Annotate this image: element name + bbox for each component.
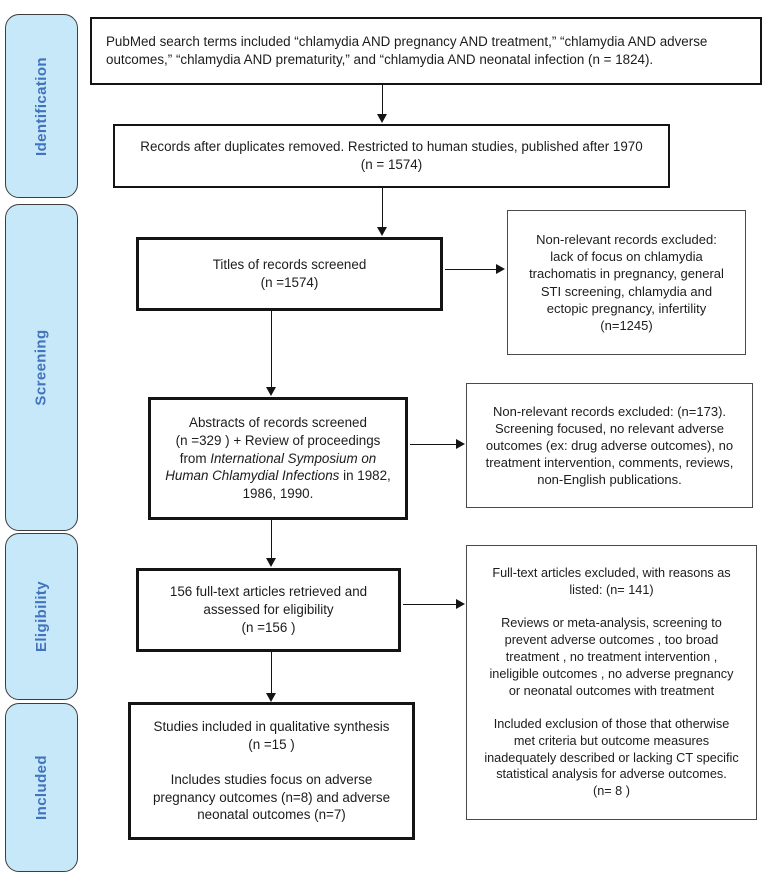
box-pubmed-search-terms-text: PubMed search terms included “chlamydia … (106, 34, 708, 67)
box-abstracts-screened: Abstracts of records screened (n =329 ) … (148, 397, 408, 520)
box-excluded-title-screening: Non-relevant records excluded: lack of f… (507, 210, 746, 355)
box-studies-included: Studies included in qualitative synthesi… (128, 702, 415, 840)
stage-identification-label: Identification (33, 56, 50, 156)
stage-screening: Screening (5, 204, 78, 531)
arrow-fulltext-to-excluded (403, 599, 465, 610)
stage-included-label: Included (33, 755, 50, 820)
arrow-search-to-dedup (377, 85, 388, 123)
arrow-fulltext-to-included (266, 652, 277, 702)
box-excluded-abstract-screening: Non-relevant records excluded: (n=173). … (466, 383, 753, 508)
stage-included: Included (5, 703, 78, 872)
arrow-abstracts-to-fulltext (266, 520, 277, 567)
box-records-after-duplicates-text: Records after duplicates removed. Restri… (140, 139, 643, 172)
box-titles-screened-text: Titles of records screened (n =1574) (212, 257, 367, 290)
arrow-titles-to-excluded (445, 264, 505, 275)
box-excluded-title-screening-text: Non-relevant records excluded: lack of f… (529, 232, 724, 333)
arrow-titles-to-abstracts (266, 311, 277, 396)
box-fulltext-assessed-text: 156 full-text articles retrieved and ass… (169, 584, 368, 635)
stage-identification: Identification (5, 14, 78, 198)
stage-eligibility: Eligibility (5, 533, 78, 700)
arrow-abstracts-to-excluded (410, 439, 465, 450)
stage-eligibility-label: Eligibility (33, 580, 51, 653)
abstracts-text-normal-1: Abstracts of records screened (n =329 ) … (175, 415, 381, 466)
box-pubmed-search-terms: PubMed search terms included “chlamydia … (90, 17, 762, 85)
box-fulltext-assessed: 156 full-text articles retrieved and ass… (136, 568, 401, 652)
stage-screening-label: Screening (33, 329, 50, 406)
box-studies-included-text: Studies included in qualitative synthesi… (152, 718, 391, 823)
box-excluded-fulltext: Full-text articles excluded, with reason… (466, 545, 757, 820)
box-titles-screened: Titles of records screened (n =1574) (136, 237, 443, 311)
box-abstracts-screened-text: Abstracts of records screened (n =329 ) … (165, 414, 391, 502)
arrow-dedup-to-titles (377, 188, 388, 236)
box-excluded-fulltext-text: Full-text articles excluded, with reason… (484, 566, 739, 799)
box-excluded-abstract-screening-text: Non-relevant records excluded: (n=173). … (485, 403, 734, 488)
abstracts-text-italic: International Symposium on Human Chlamyd… (165, 450, 377, 484)
abstracts-text-normal-2: in 1982, 1986, 1990. (242, 468, 391, 502)
box-records-after-duplicates: Records after duplicates removed. Restri… (113, 124, 670, 188)
